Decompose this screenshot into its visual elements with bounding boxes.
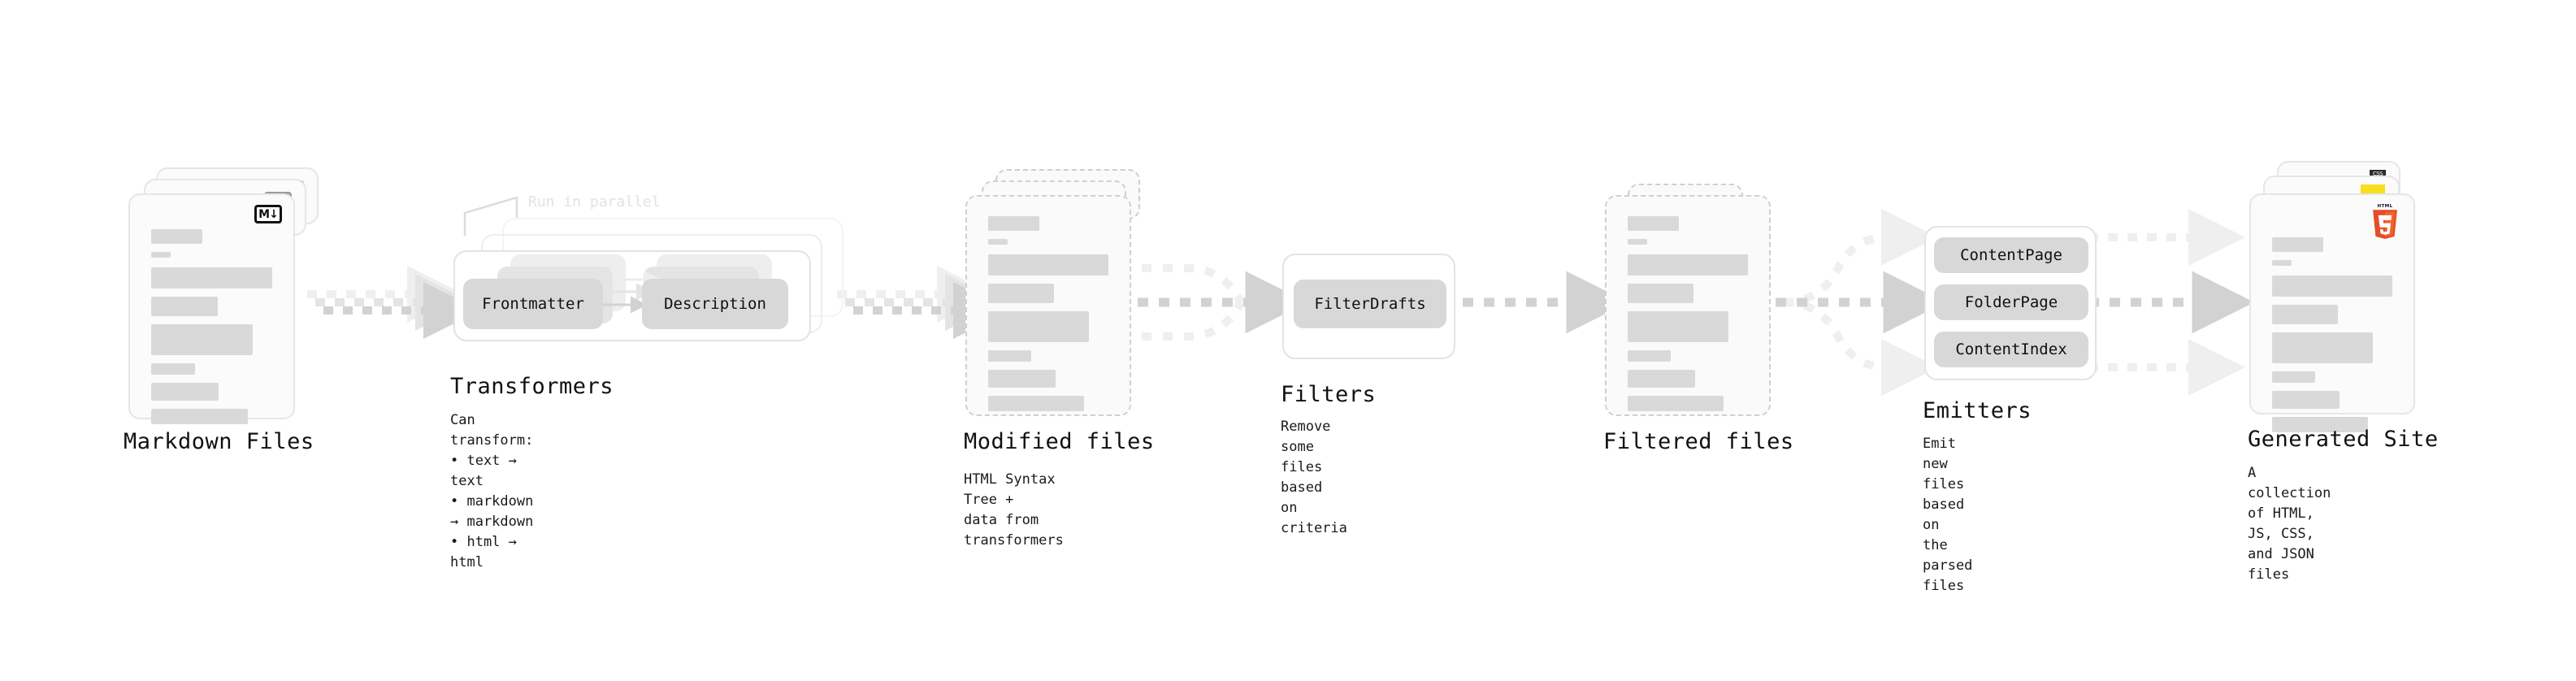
generated-site-subtitle: A collection of HTML, JS, CSS, and JSON … bbox=[2248, 465, 2331, 583]
modified-card-front[interactable] bbox=[965, 195, 1131, 416]
emitter-pill-contentpage[interactable]: ContentPage bbox=[1934, 237, 2088, 273]
markdown-placeholder-bars bbox=[151, 229, 272, 424]
emitter-pill-folderpage[interactable]: FolderPage bbox=[1934, 284, 2088, 320]
filters-subtitle: Remove some files based on criteria bbox=[1281, 419, 1347, 536]
modified-files-subtitle: HTML Syntax Tree + data from transformer… bbox=[964, 471, 1064, 549]
filtered-placeholder-bars bbox=[1628, 216, 1748, 411]
transformers-title: Transformers bbox=[450, 374, 614, 399]
markdown-icon: M↓ bbox=[254, 205, 282, 223]
filtered-files-title: Filtered files bbox=[1603, 429, 1794, 454]
arrow-filtered-to-emitters bbox=[1776, 209, 1946, 396]
emitter-pill-contentindex[interactable]: ContentIndex bbox=[1934, 332, 2088, 367]
transformer-pill-frontmatter[interactable]: Frontmatter bbox=[463, 279, 603, 329]
run-in-parallel-label: Run in parallel bbox=[528, 193, 661, 210]
filters-title: Filters bbox=[1281, 382, 1377, 407]
site-card-front[interactable]: HTML bbox=[2249, 193, 2415, 432]
filter-pill-filterdrafts[interactable]: FilterDrafts bbox=[1294, 280, 1446, 328]
modified-files-title: Modified files bbox=[964, 429, 1155, 454]
arrow-modified-to-filters bbox=[1138, 264, 1308, 340]
emitters-title: Emitters bbox=[1923, 398, 2032, 423]
site-placeholder-bars bbox=[2272, 237, 2392, 432]
transformer-pill-description[interactable]: Description bbox=[642, 279, 788, 329]
emitters-subtitle: Emit new files based on the parsed files bbox=[1923, 436, 1973, 594]
markdown-card-front[interactable]: M↓ bbox=[128, 193, 295, 424]
html5-icon: HTML bbox=[2373, 204, 2397, 239]
svg-text:HTML: HTML bbox=[2377, 204, 2392, 209]
generated-site-title: Generated Site bbox=[2248, 427, 2439, 452]
filtered-card-front[interactable] bbox=[1605, 195, 1771, 416]
markdown-files-title: Markdown Files bbox=[124, 429, 314, 454]
modified-placeholder-bars bbox=[988, 216, 1108, 411]
transformers-subtitle: Can transform: • text → text • markdown … bbox=[450, 412, 534, 570]
arrow-emitters-to-site bbox=[2088, 209, 2255, 396]
